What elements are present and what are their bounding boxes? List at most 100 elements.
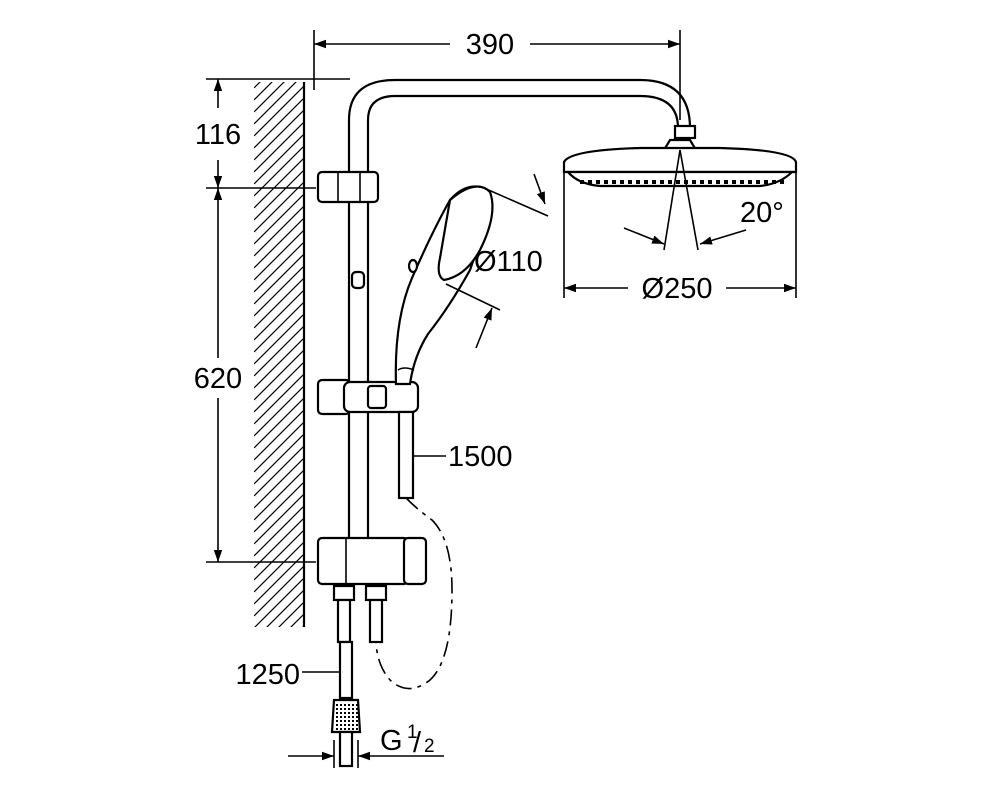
head-shower-diameter-label: Ø250: [642, 273, 713, 305]
hatch-line: [254, 26, 304, 76]
hatch-line: [254, 505, 304, 557]
hatch-line: [254, 541, 304, 593]
hatch-line: [254, 565, 304, 617]
nozzle: [596, 180, 600, 184]
hatch-line: [254, 253, 304, 305]
hatch-line: [254, 97, 304, 149]
hatch-line: [254, 193, 304, 245]
rail-marks: [350, 270, 366, 290]
dim-tilt-angle: 20°: [623, 149, 784, 251]
hatch-line: [254, 481, 304, 533]
hand-hose-length-label: 1500: [448, 441, 513, 473]
hatch-line: [254, 469, 304, 521]
knurl-dot: [348, 712, 350, 714]
knurl-dot: [348, 704, 350, 706]
nozzle: [660, 180, 664, 184]
nozzle: [604, 180, 608, 184]
dim-hand-shower-diameter: Ø110: [445, 173, 549, 349]
dim-head-shower-diameter: Ø250: [563, 172, 797, 305]
nozzle: [700, 180, 704, 184]
nozzle: [708, 180, 712, 184]
hatch-line: [254, 82, 285, 113]
dim-hand-hose: 1500: [413, 441, 513, 473]
nozzle: [612, 180, 616, 184]
nozzle: [740, 180, 744, 184]
knurl-dot: [356, 724, 358, 726]
nozzle: [588, 180, 592, 184]
nozzle: [620, 180, 624, 184]
hatch-line: [254, 529, 304, 581]
hatch-line: [254, 82, 297, 125]
knurl-dot: [356, 708, 358, 710]
knurl-dot: [340, 716, 342, 718]
dim-arm-reach: 390: [313, 29, 681, 120]
dim-thread: G 1 / 2: [288, 722, 444, 768]
nozzle: [780, 180, 784, 184]
knurl-dot: [340, 724, 342, 726]
hatch-line: [254, 373, 304, 425]
hatch-line: [254, 289, 304, 341]
hose-dashed-path: [375, 497, 453, 690]
knurl-dot: [336, 708, 338, 710]
knurl-dot: [344, 704, 346, 706]
knurl-dot: [344, 712, 346, 714]
hatch-line: [254, 277, 304, 329]
hatch-line: [254, 577, 304, 627]
hatch-line: [254, 301, 304, 353]
knurl-dot: [356, 712, 358, 714]
hatch-line: [254, 349, 304, 401]
arm-reach-label: 390: [466, 29, 514, 61]
knurl-dot: [340, 728, 342, 730]
hatch-line: [254, 0, 304, 40]
hatch-line: [254, 241, 304, 293]
knurl-dot: [352, 716, 354, 718]
thread-label-slash: /: [413, 727, 422, 759]
hatch-line: [254, 157, 304, 209]
knurl-dot: [352, 708, 354, 710]
knurl-dot: [356, 716, 358, 718]
wall-hatching: [254, 0, 304, 627]
hatch-line: [278, 601, 304, 627]
hand-shower-holder: [316, 378, 420, 416]
hatch-line: [254, 205, 304, 257]
nozzle: [748, 180, 752, 184]
knurl-dot: [352, 712, 354, 714]
top-wall-bracket: [316, 170, 380, 204]
hatch-line: [254, 385, 304, 437]
knurl-dot: [344, 720, 346, 722]
hatch-line: [254, 493, 304, 545]
knurl-dot: [356, 728, 358, 730]
thread-label-denominator: 2: [424, 736, 435, 757]
knurl-dot: [340, 708, 342, 710]
mixer-body: [316, 536, 428, 586]
nozzle: [724, 180, 728, 184]
supply-hose-length-label: 1250: [235, 659, 300, 691]
knurl-dot: [356, 704, 358, 706]
hatch-line: [254, 337, 304, 389]
hatch-line: [266, 589, 304, 627]
nozzle: [764, 180, 768, 184]
nozzle: [644, 180, 648, 184]
wall: [254, 0, 306, 627]
nozzle: [580, 180, 584, 184]
hatch-line: [254, 421, 304, 473]
knurl-dot: [348, 716, 350, 718]
knurl-dot: [352, 704, 354, 706]
hatch-line: [254, 169, 304, 221]
hand-shower-diameter-label: Ø110: [474, 246, 543, 278]
head-shower-nozzles: [580, 180, 784, 184]
hatch-line: [254, 2, 304, 52]
hatch-line: [254, 517, 304, 569]
knurl-dot: [348, 708, 350, 710]
hatch-line: [254, 82, 261, 89]
nozzle: [652, 180, 656, 184]
hatch-line: [254, 14, 304, 64]
hatch-line: [254, 85, 304, 137]
knurl-dot: [336, 724, 338, 726]
tilt-angle-label: 20°: [740, 197, 784, 229]
knurl-dot: [352, 728, 354, 730]
hatch-line: [254, 229, 304, 281]
nozzle: [756, 180, 760, 184]
hatch-line: [254, 265, 304, 317]
